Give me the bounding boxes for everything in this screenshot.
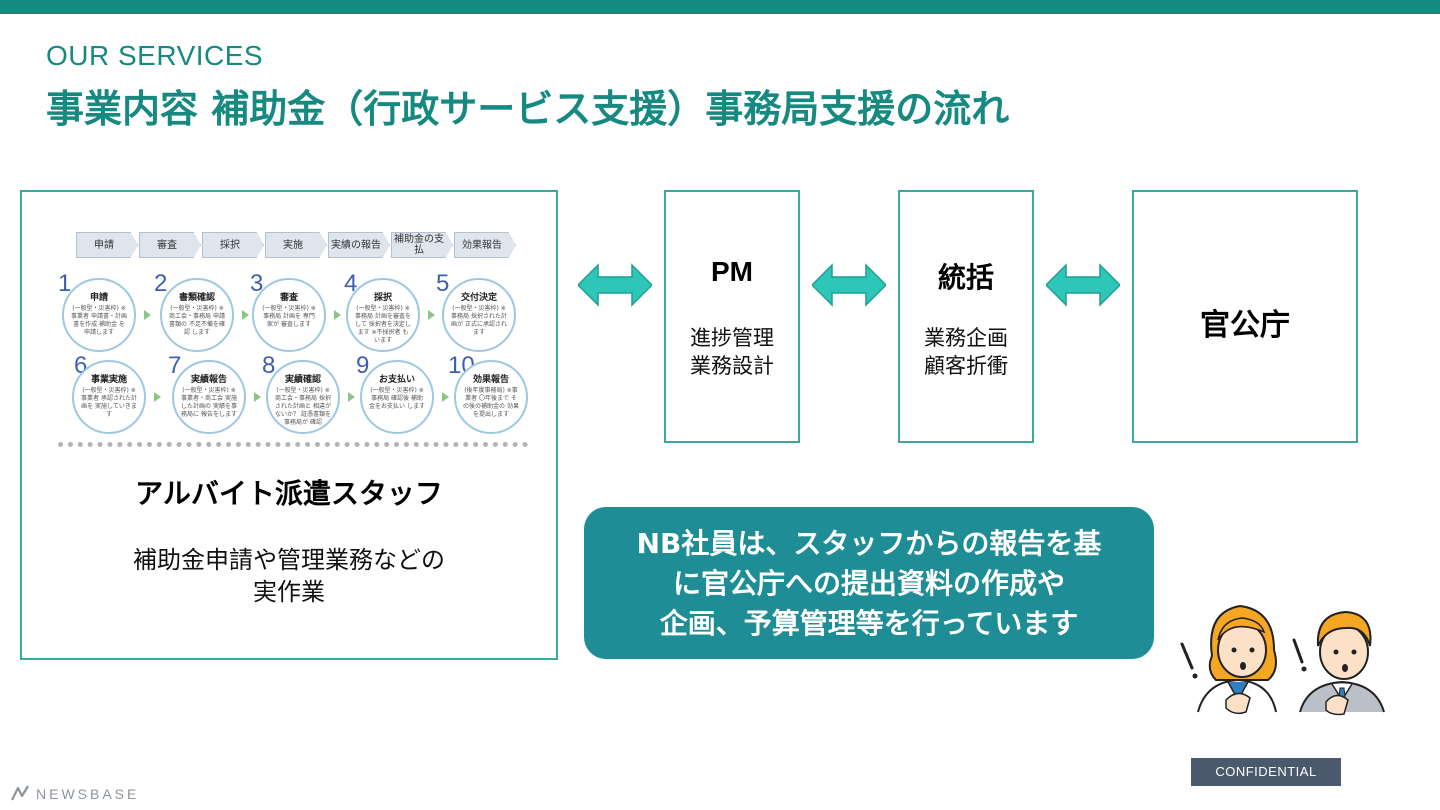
process-step: 効果報告 (454, 232, 516, 258)
process-node: 効果報告 (後年度事務局) ※事業者 〇年後まで その後の補助金の 効果を提出し… (454, 360, 528, 434)
callout-line: に官公庁への提出資料の作成や (672, 567, 1065, 600)
callout-line: 企画、予算管理等を行っています (659, 607, 1079, 640)
process-node-desc: (後年度事務局) ※事業者 〇年後まで その後の補助金の 効果を提出します (463, 387, 519, 418)
step-number: 7 (168, 352, 182, 379)
process-node-title: 申請 (89, 293, 108, 303)
supervisor-panel: 統括 業務企画 顧客折衝 (898, 190, 1034, 443)
supervisor-desc-line: 業務企画 (924, 326, 1008, 350)
process-node-desc: (一般型・災害枠) ※事業者・商工会 実施した計画の 実績を事務局に 報告をしま… (181, 387, 237, 418)
process-step: 審査 (139, 232, 201, 258)
step-number: 5 (436, 270, 450, 297)
process-node-desc: (一般型・災害枠) ※事業者 申請書・計画書を作成 補助金 を申請します (71, 305, 127, 336)
step-number: 8 (262, 352, 276, 379)
pm-desc-line: 業務設計 (690, 354, 774, 378)
process-step-bar: 申請 審査 採択 実施 実績の報告 補助金の支払 効果報告 (76, 232, 516, 258)
flow-arrow-icon (154, 392, 161, 402)
step-number: 2 (154, 270, 168, 297)
flow-arrow-icon (428, 310, 435, 320)
page-title: 事業内容 補助金（行政サービス支援）事務局支援の流れ (46, 87, 1010, 131)
newsbase-logo-icon (11, 785, 29, 801)
process-node-title: 効果報告 (472, 375, 509, 385)
flow-arrow-icon (442, 392, 449, 402)
pm-panel: PM 進捗管理 業務設計 (664, 190, 800, 443)
process-node-title: 事業実施 (90, 375, 127, 385)
flow-arrow-icon (254, 392, 261, 402)
staff-panel: 申請 審査 採択 実施 実績の報告 補助金の支払 効果報告 1 申請 (一般型・… (20, 190, 558, 660)
staff-desc-line: 実作業 (253, 578, 325, 606)
process-node-title: 交付決定 (460, 293, 497, 303)
step-number: 1 (58, 270, 72, 297)
process-node-title: 実績報告 (190, 375, 227, 385)
flow-arrow-icon (348, 392, 355, 402)
process-node-title: 書類確認 (178, 293, 215, 303)
callout-box: NB社員は、スタッフからの報告を基 に官公庁への提出資料の作成や 企画、予算管理… (584, 507, 1154, 659)
process-node-desc: (一般型・災害枠) ※事務局 計画を審査をして 採択者を決定します ※不採択者 … (355, 305, 411, 344)
callout-line: NB社員は、スタッフからの報告を基 (636, 527, 1102, 560)
pm-title: PM (711, 256, 753, 287)
process-node-desc: (一般型・災害枠) ※事業者 承認された計画を 実施していきます (81, 387, 137, 418)
top-accent-bar (0, 0, 1440, 14)
brand-logo: NEWSBASE (10, 782, 139, 806)
process-node-desc: (一般型・災害枠) ※商工会・事務局 申請書類の 不足不備を確認 します (169, 305, 225, 336)
process-node-desc: (一般型・災害枠) ※事務局 採択された計画が 正式に承認されます (451, 305, 507, 336)
confidential-badge: CONFIDENTIAL (1191, 758, 1341, 786)
double-arrow-icon (578, 263, 652, 307)
flow-arrow-icon (334, 310, 341, 320)
process-node-desc: (一般型・災害枠) ※事務局 確認後 補助金をお支払い します (369, 387, 425, 410)
staff-title: アルバイト派遣スタッフ (135, 477, 443, 510)
flow-arrow-icon (242, 310, 249, 320)
process-node-title: 審査 (279, 293, 298, 303)
government-title: 官公庁 (1200, 308, 1290, 343)
process-step: 補助金の支払 (391, 232, 453, 258)
process-node: 書類確認 (一般型・災害枠) ※商工会・事務局 申請書類の 不足不備を確認 しま… (160, 278, 234, 352)
process-node-desc: (一般型・災害枠) ※商工会・事務局 採択された計画と 相違がないか？ 証憑書類… (275, 387, 331, 426)
staff-description: 補助金申請や管理業務などの 実作業 (22, 544, 556, 608)
process-node: 交付決定 (一般型・災害枠) ※事務局 採択された計画が 正式に承認されます (442, 278, 516, 352)
process-node-title: お支払い (378, 375, 415, 385)
pm-desc-line: 進捗管理 (690, 326, 774, 350)
section-eyebrow: OUR SERVICES (46, 40, 264, 71)
supervisor-desc-line: 顧客折衝 (924, 354, 1008, 378)
process-step: 実績の報告 (328, 232, 390, 258)
process-node: 実績報告 (一般型・災害枠) ※事業者・商工会 実施した計画の 実績を事務局に … (172, 360, 246, 434)
step-number: 9 (356, 352, 370, 379)
process-node-title: 実績確認 (284, 375, 321, 385)
process-node: 実績確認 (一般型・災害枠) ※商工会・事務局 採択された計画と 相違がないか？… (266, 360, 340, 434)
supervisor-description: 業務企画 顧客折衝 (900, 324, 1032, 380)
diagram-footnote (58, 442, 528, 448)
staff-desc-line: 補助金申請や管理業務などの (133, 546, 445, 574)
flow-arrow-icon (144, 310, 151, 320)
brand-name: NEWSBASE (36, 786, 140, 802)
process-node: 事業実施 (一般型・災害枠) ※事業者 承認された計画を 実施していきます (72, 360, 146, 434)
process-step: 採択 (202, 232, 264, 258)
double-arrow-icon (1046, 263, 1120, 307)
double-arrow-icon (812, 263, 886, 307)
process-step: 申請 (76, 232, 138, 258)
surprised-people-illustration (1180, 604, 1385, 716)
process-node-desc: (一般型・災害枠) ※事務局 計画を 専門家が 審査します (262, 305, 316, 328)
process-node: お支払い (一般型・災害枠) ※事務局 確認後 補助金をお支払い します (360, 360, 434, 434)
pm-description: 進捗管理 業務設計 (666, 324, 798, 380)
government-panel: 官公庁 (1132, 190, 1358, 443)
process-node: 審査 (一般型・災害枠) ※事務局 計画を 専門家が 審査します (252, 278, 326, 352)
process-node-title: 採択 (373, 293, 392, 303)
process-step: 実施 (265, 232, 327, 258)
process-node: 採択 (一般型・災害枠) ※事務局 計画を審査をして 採択者を決定します ※不採… (346, 278, 420, 352)
process-node: 申請 (一般型・災害枠) ※事業者 申請書・計画書を作成 補助金 を申請します (62, 278, 136, 352)
supervisor-title: 統括 (937, 261, 994, 294)
